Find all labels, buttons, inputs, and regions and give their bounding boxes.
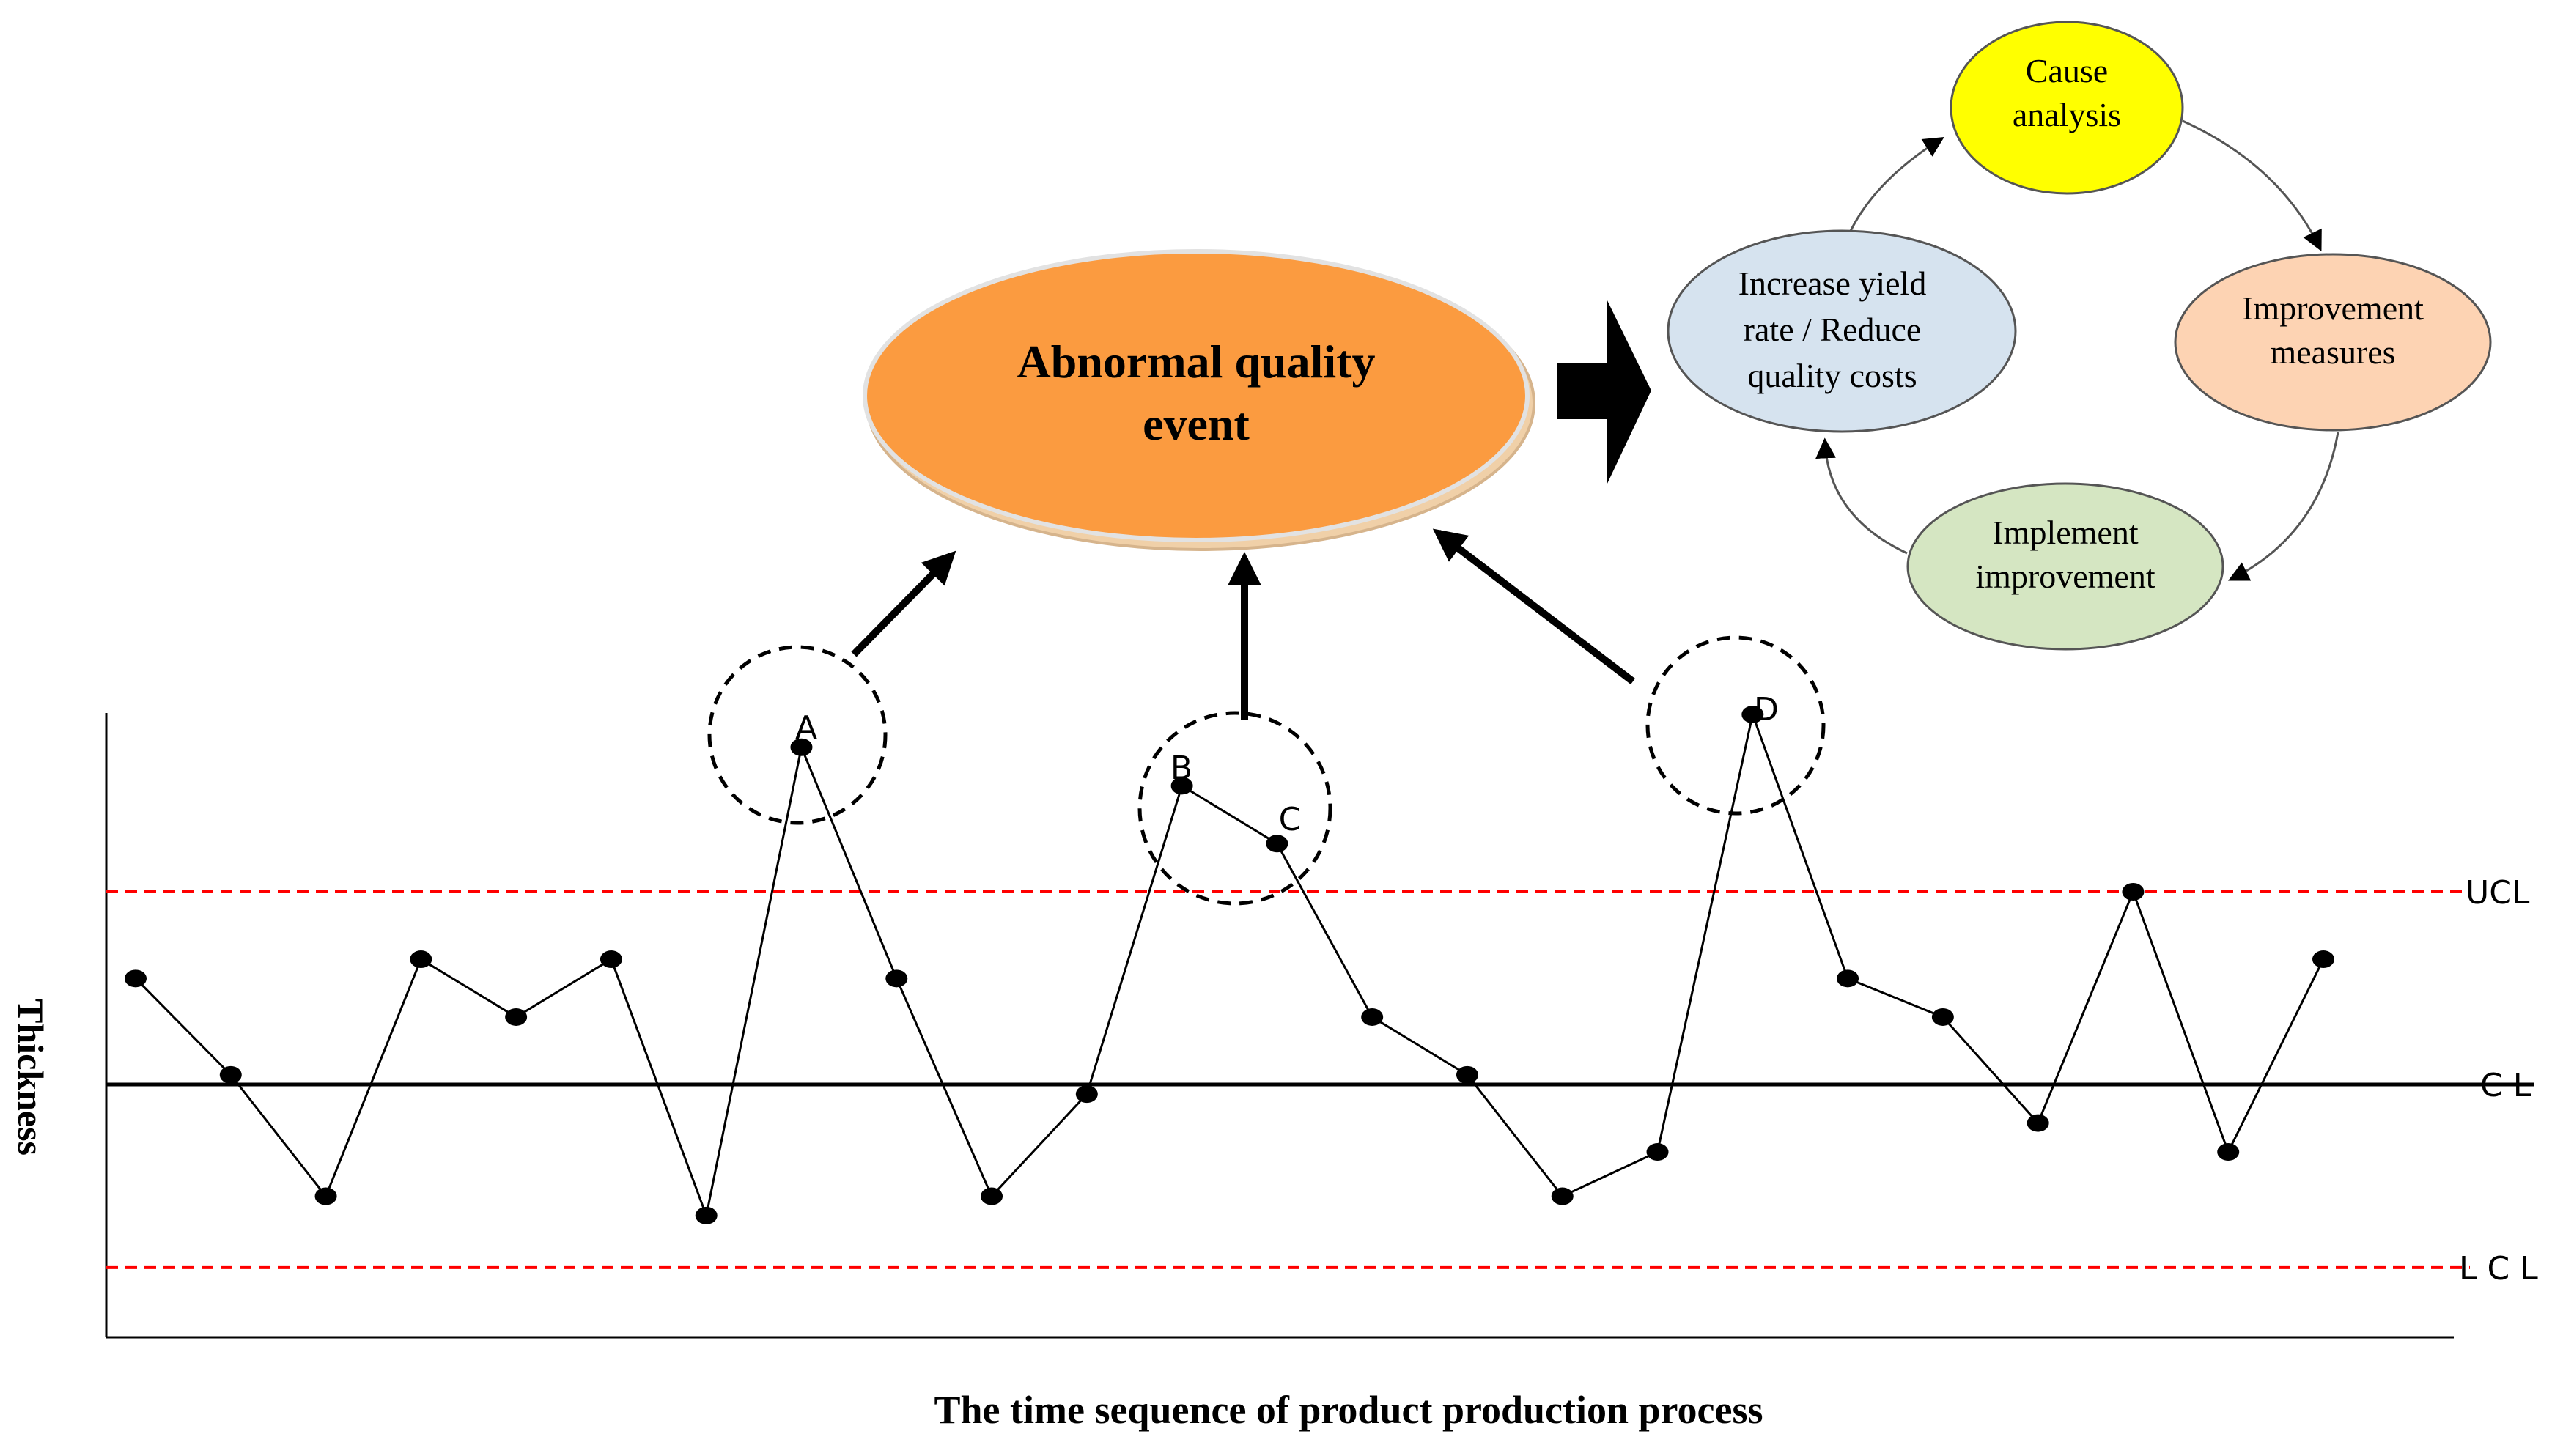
data-point-2 [219,1065,242,1084]
point-label-c: C [1279,801,1302,838]
cycle-node-increase-yield: Increase yield rate / Reduce quality cos… [1667,229,2017,433]
implement-ellipse [1906,482,2224,651]
measures-label-line1: Improvement [2242,289,2424,327]
event-label-line2: event [1143,398,1250,450]
measures-ellipse [2174,253,2492,432]
data-point-7 [695,1206,718,1224]
increase-label-line3: quality costs [1747,357,1917,394]
data-point-5 [505,1008,528,1026]
data-point-15 [1456,1065,1478,1084]
cause-label-line2: analysis [2013,96,2121,133]
y-axis-title: Thickness [10,999,51,1156]
data-point-4 [410,950,432,969]
cause-ellipse [1950,21,2184,195]
data-point-23 [2217,1143,2240,1161]
cycle-arrow-increase-to-cause [1849,137,1944,232]
implement-label-line1: Implement [1992,514,2138,551]
cycle-arrow-implement-to-increase [1815,437,1908,555]
cycle-arrow-measures-to-implement [2227,432,2339,581]
implement-label-line2: improvement [1975,558,2155,595]
increase-label-line1: Increase yield [1738,265,1927,302]
cycle-node-cause-analysis: Cause analysis [1950,21,2184,195]
data-point-20 [1931,1008,1954,1026]
data-point-1 [125,969,147,988]
highlight-circle-d [1645,635,1826,816]
ucl-label: UCL [2466,874,2530,912]
data-point-19 [1837,969,1859,988]
data-point-22 [2122,883,2145,901]
data-point-11 [1075,1085,1098,1104]
highlight-circle-a [707,645,888,825]
cause-label-line1: Cause [2026,52,2108,89]
cycle-node-improvement-measures: Improvement measures [2174,253,2492,432]
data-point-18 [1741,706,1764,724]
data-point-13 [1266,835,1288,853]
cycle-arrow-cause-to-measures [2182,119,2322,252]
event-ellipse [863,249,1530,542]
control-chart: UCL C L L C L A B C D Thickness The time… [10,635,2538,1432]
cycle-node-implement-improvement: Implement improvement [1906,482,2224,651]
data-point-6 [600,950,622,969]
lcl-label: L C L [2459,1250,2538,1287]
data-point-16 [1551,1187,1574,1205]
data-point-21 [2027,1114,2049,1132]
point-label-b: B [1170,750,1192,787]
point-label-a: A [795,709,817,747]
data-point-14 [1361,1008,1384,1026]
measures-label-line2: measures [2270,333,2395,371]
x-axis-title: The time sequence of product production … [934,1388,1763,1432]
data-point-24 [2312,950,2334,969]
arrow-d-to-event [1432,528,1636,684]
data-point-17 [1646,1143,1669,1161]
event-label-line1: Abnormal quality [1017,336,1376,388]
arrow-a-to-event [851,550,956,657]
data-point-3 [314,1187,337,1205]
increase-label-line2: rate / Reduce [1744,311,1922,348]
data-point-8 [790,738,813,756]
increase-ellipse [1667,229,2017,433]
data-point-12 [1170,777,1193,795]
series-line [134,710,2325,1220]
data-point-9 [885,969,908,988]
abnormal-event-node: Abnormal quality event [863,249,1535,551]
point-label-d: D [1754,691,1779,728]
improvement-cycle: Cause analysis Improvement measures Impl… [1667,21,2492,651]
series-points [125,706,2334,1224]
cl-label: C L [2480,1067,2531,1104]
highlight-circle-bc [1137,711,1332,906]
data-point-10 [981,1187,1003,1205]
big-right-arrow-icon [1557,299,1651,485]
